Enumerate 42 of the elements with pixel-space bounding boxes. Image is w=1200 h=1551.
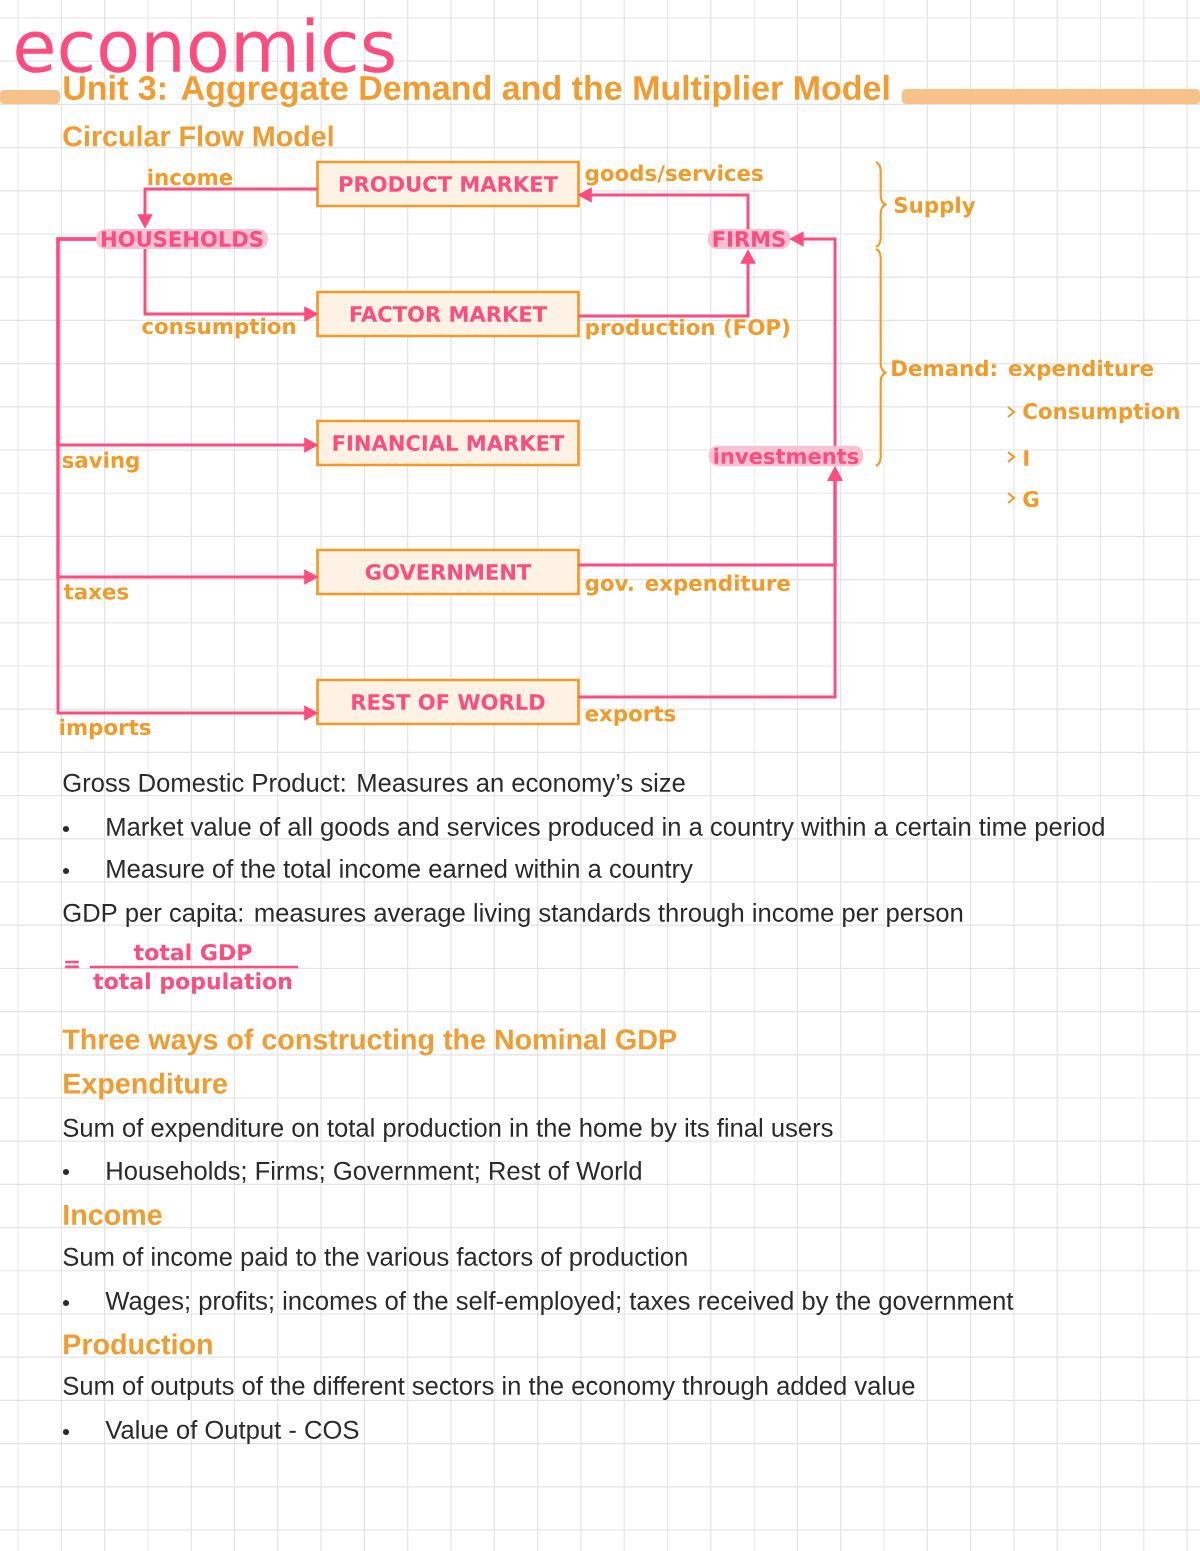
brace-label: Demand: expenditure xyxy=(892,359,1154,381)
process-box: GOVERNMENT xyxy=(316,548,580,596)
fraction-numerator: total GDP xyxy=(134,943,252,961)
equals-sign: = xyxy=(65,960,79,969)
edge-label: gov. expenditure xyxy=(585,574,790,596)
process-box: FACTOR MARKET xyxy=(316,290,580,338)
body-text: GDP per capita: measures average living standards through income per person xyxy=(63,903,963,927)
list-item: G xyxy=(1023,490,1039,508)
body-text: Sum of income paid to the various factors of production xyxy=(63,1247,687,1271)
edge-label: consumption xyxy=(142,317,295,339)
bullet-text: Value of Output - COS xyxy=(105,1420,359,1444)
page-title: economics xyxy=(16,17,394,73)
edge-label: income xyxy=(148,168,233,186)
edge-label: imports xyxy=(60,718,151,740)
edge-label: taxes xyxy=(63,584,129,600)
list-item: Consumption xyxy=(1023,402,1179,424)
subheading: Production xyxy=(64,1333,212,1355)
bullet-text: Market value of all goods and services produced in a country within a certain time period xyxy=(107,817,1104,841)
section-heading: Circular Flow Model xyxy=(63,125,333,147)
edge-label: exports xyxy=(585,706,676,726)
bullet-text: Measure of the total income earned within a country xyxy=(107,859,693,883)
subheading: Three ways of constructing the Nominal GDP xyxy=(62,1028,677,1056)
brace-label: Supply xyxy=(894,196,976,218)
subheading: Income xyxy=(64,1205,162,1225)
fraction-denominator: total population xyxy=(93,972,292,994)
highlighted-label: HOUSEHOLDS xyxy=(96,229,268,249)
edge-label: saving xyxy=(62,451,139,473)
highlighted-label: investments xyxy=(708,445,864,467)
body-text: Sum of expenditure on total production in the home by its final users xyxy=(63,1118,833,1142)
body-text: Sum of outputs of the different sectors in the economy through added value xyxy=(63,1376,915,1400)
bullet-text: Households; Firms; Government; Rest of World xyxy=(107,1161,641,1183)
highlighted-label: FIRMS xyxy=(707,229,791,249)
body-text: Gross Domestic Product: Measures an economy’s size xyxy=(63,773,685,797)
process-box: PRODUCT MARKET xyxy=(316,160,580,208)
edge-label: production (FOP) xyxy=(586,318,789,340)
subheading: Expenditure xyxy=(64,1072,227,1100)
process-box: REST OF WORLD xyxy=(316,678,580,726)
process-box: FINANCIAL MARKET xyxy=(316,419,580,467)
unit-heading: Unit 3: Aggregate Demand and the Multiplier Model xyxy=(64,75,889,107)
edge-label: goods/services xyxy=(585,164,763,186)
bullet-text: Wages; profits; incomes of the self-employed; taxes received by the government xyxy=(105,1291,1014,1315)
list-item: I xyxy=(1024,450,1029,466)
